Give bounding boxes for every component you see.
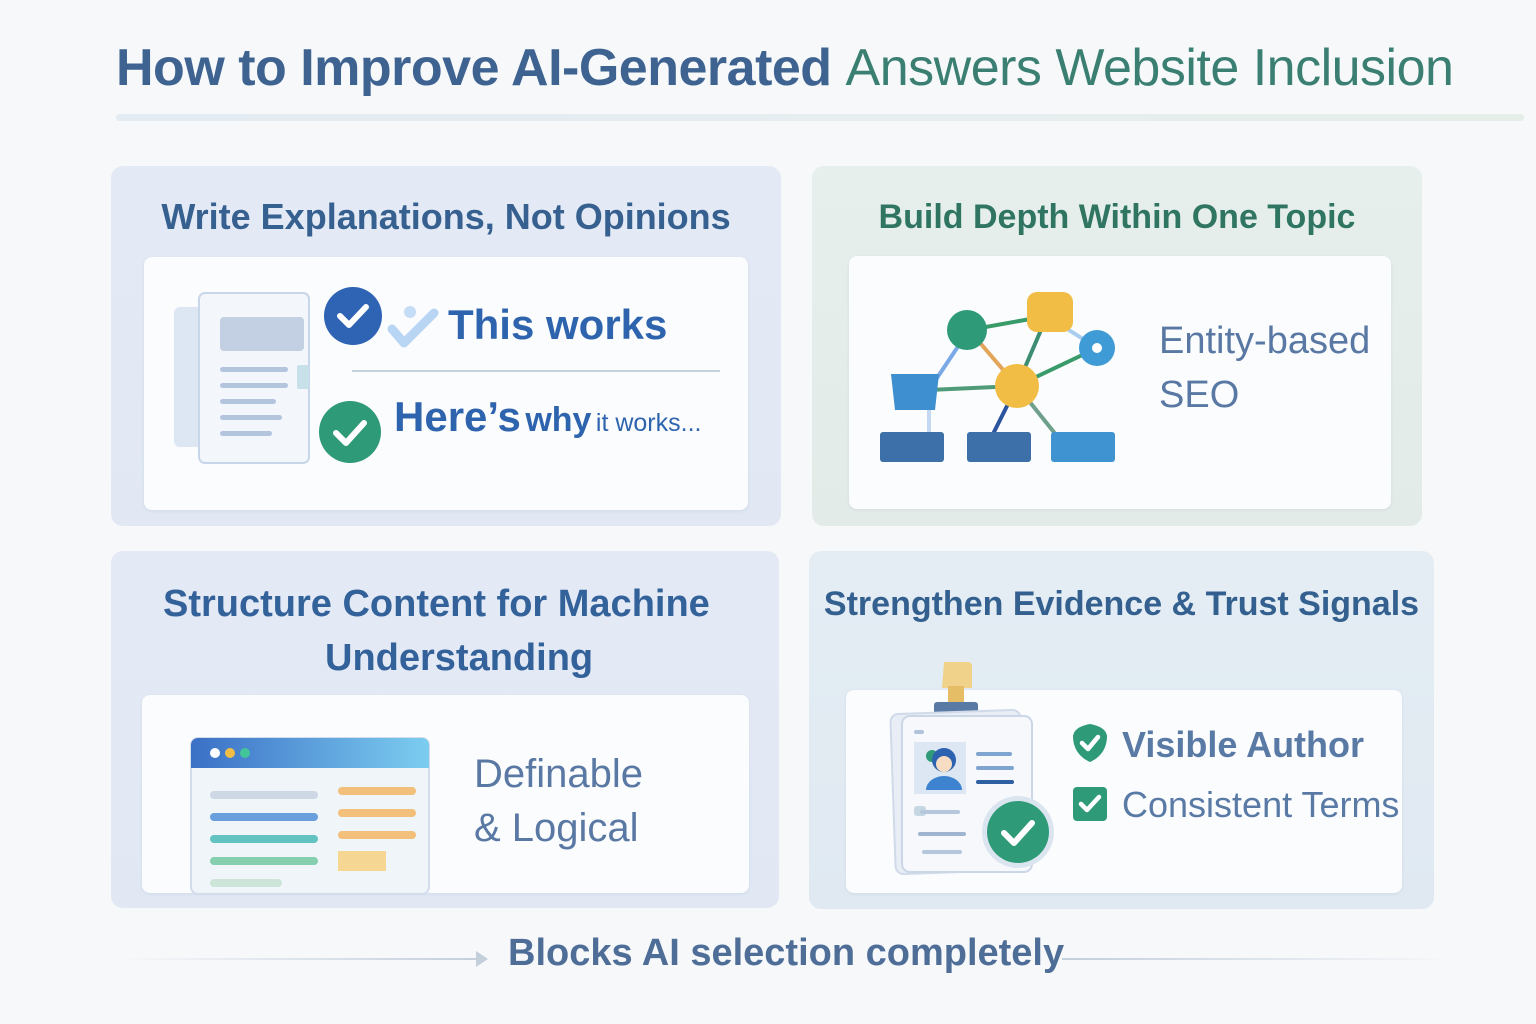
card-content: This works Here’s why it works... [144,257,748,510]
entity-node [967,432,1031,462]
card-write-explanations: Write Explanations, Not Opinions This wo… [111,166,781,526]
page-title-part2: Answers Website Inclusion [845,39,1454,97]
footer-text: Blocks AI selection completely [508,932,1065,974]
entity-node [947,310,987,350]
card-build-depth: Build Depth Within One Topic [812,166,1422,526]
card-title: Build Depth Within One Topic [878,198,1356,236]
why-text: why [525,401,592,439]
entity-graph-icon [880,292,1115,462]
checkbox-icon [1073,787,1107,821]
this-works-label: This works [448,301,668,348]
card-title: Structure Content for Machine Understand… [111,577,779,685]
it-works-text: it works... [595,409,702,437]
divider [352,370,720,372]
card-structure-content: Structure Content for Machine Understand… [111,551,779,908]
caption-line: SEO [1159,374,1240,416]
card-content: Entity-based SEO [849,256,1391,509]
caption-line: Definable [474,752,644,796]
card-title: Write Explanations, Not Opinions [161,196,731,237]
caption-line: & Logical [474,806,639,850]
card-content: Definable & Logical [142,695,749,895]
checklist-item: Consistent Terms [1122,784,1400,825]
card-title-line: Understanding [325,637,594,679]
footer-line-left [120,958,482,960]
card-caption: Definable & Logical [474,747,643,855]
entity-node [1027,292,1073,332]
page-title: How to Improve AI-Generated Answers Webs… [116,38,1454,98]
caption-line: Entity-based [1159,320,1371,362]
check-circle-icon [319,401,381,463]
browser-window-icon [190,737,430,895]
document-icon [174,292,310,464]
entity-node [880,432,944,462]
card-strengthen-evidence: Strengthen Evidence & Trust Signals [809,551,1434,909]
card-content: Visible Author Consistent Terms [846,662,1402,893]
arrow-right-icon [476,951,488,967]
footer-line-right [1062,958,1452,960]
shield-check-icon [1073,724,1107,762]
checkmark-icon [387,306,439,348]
heres-text: Here’s [394,393,521,440]
card-title: Strengthen Evidence & Trust Signals [809,577,1434,631]
heres-why-label: Here’s why it works... [394,393,701,441]
card-title-line: Structure Content for Machine [163,583,710,625]
entity-node [1051,432,1115,462]
checklist-item: Visible Author [1122,724,1365,765]
card-caption: Entity-based SEO [1159,314,1370,422]
check-circle-icon [982,796,1054,868]
check-circle-icon [324,287,382,345]
page-title-part1: How to Improve AI-Generated [116,39,832,97]
title-underline [116,114,1524,121]
entity-node [995,364,1039,408]
entity-node [891,374,939,410]
card-title-part: Trust Signals [1205,585,1420,623]
card-title-part: Strengthen Evidence & [823,585,1197,623]
